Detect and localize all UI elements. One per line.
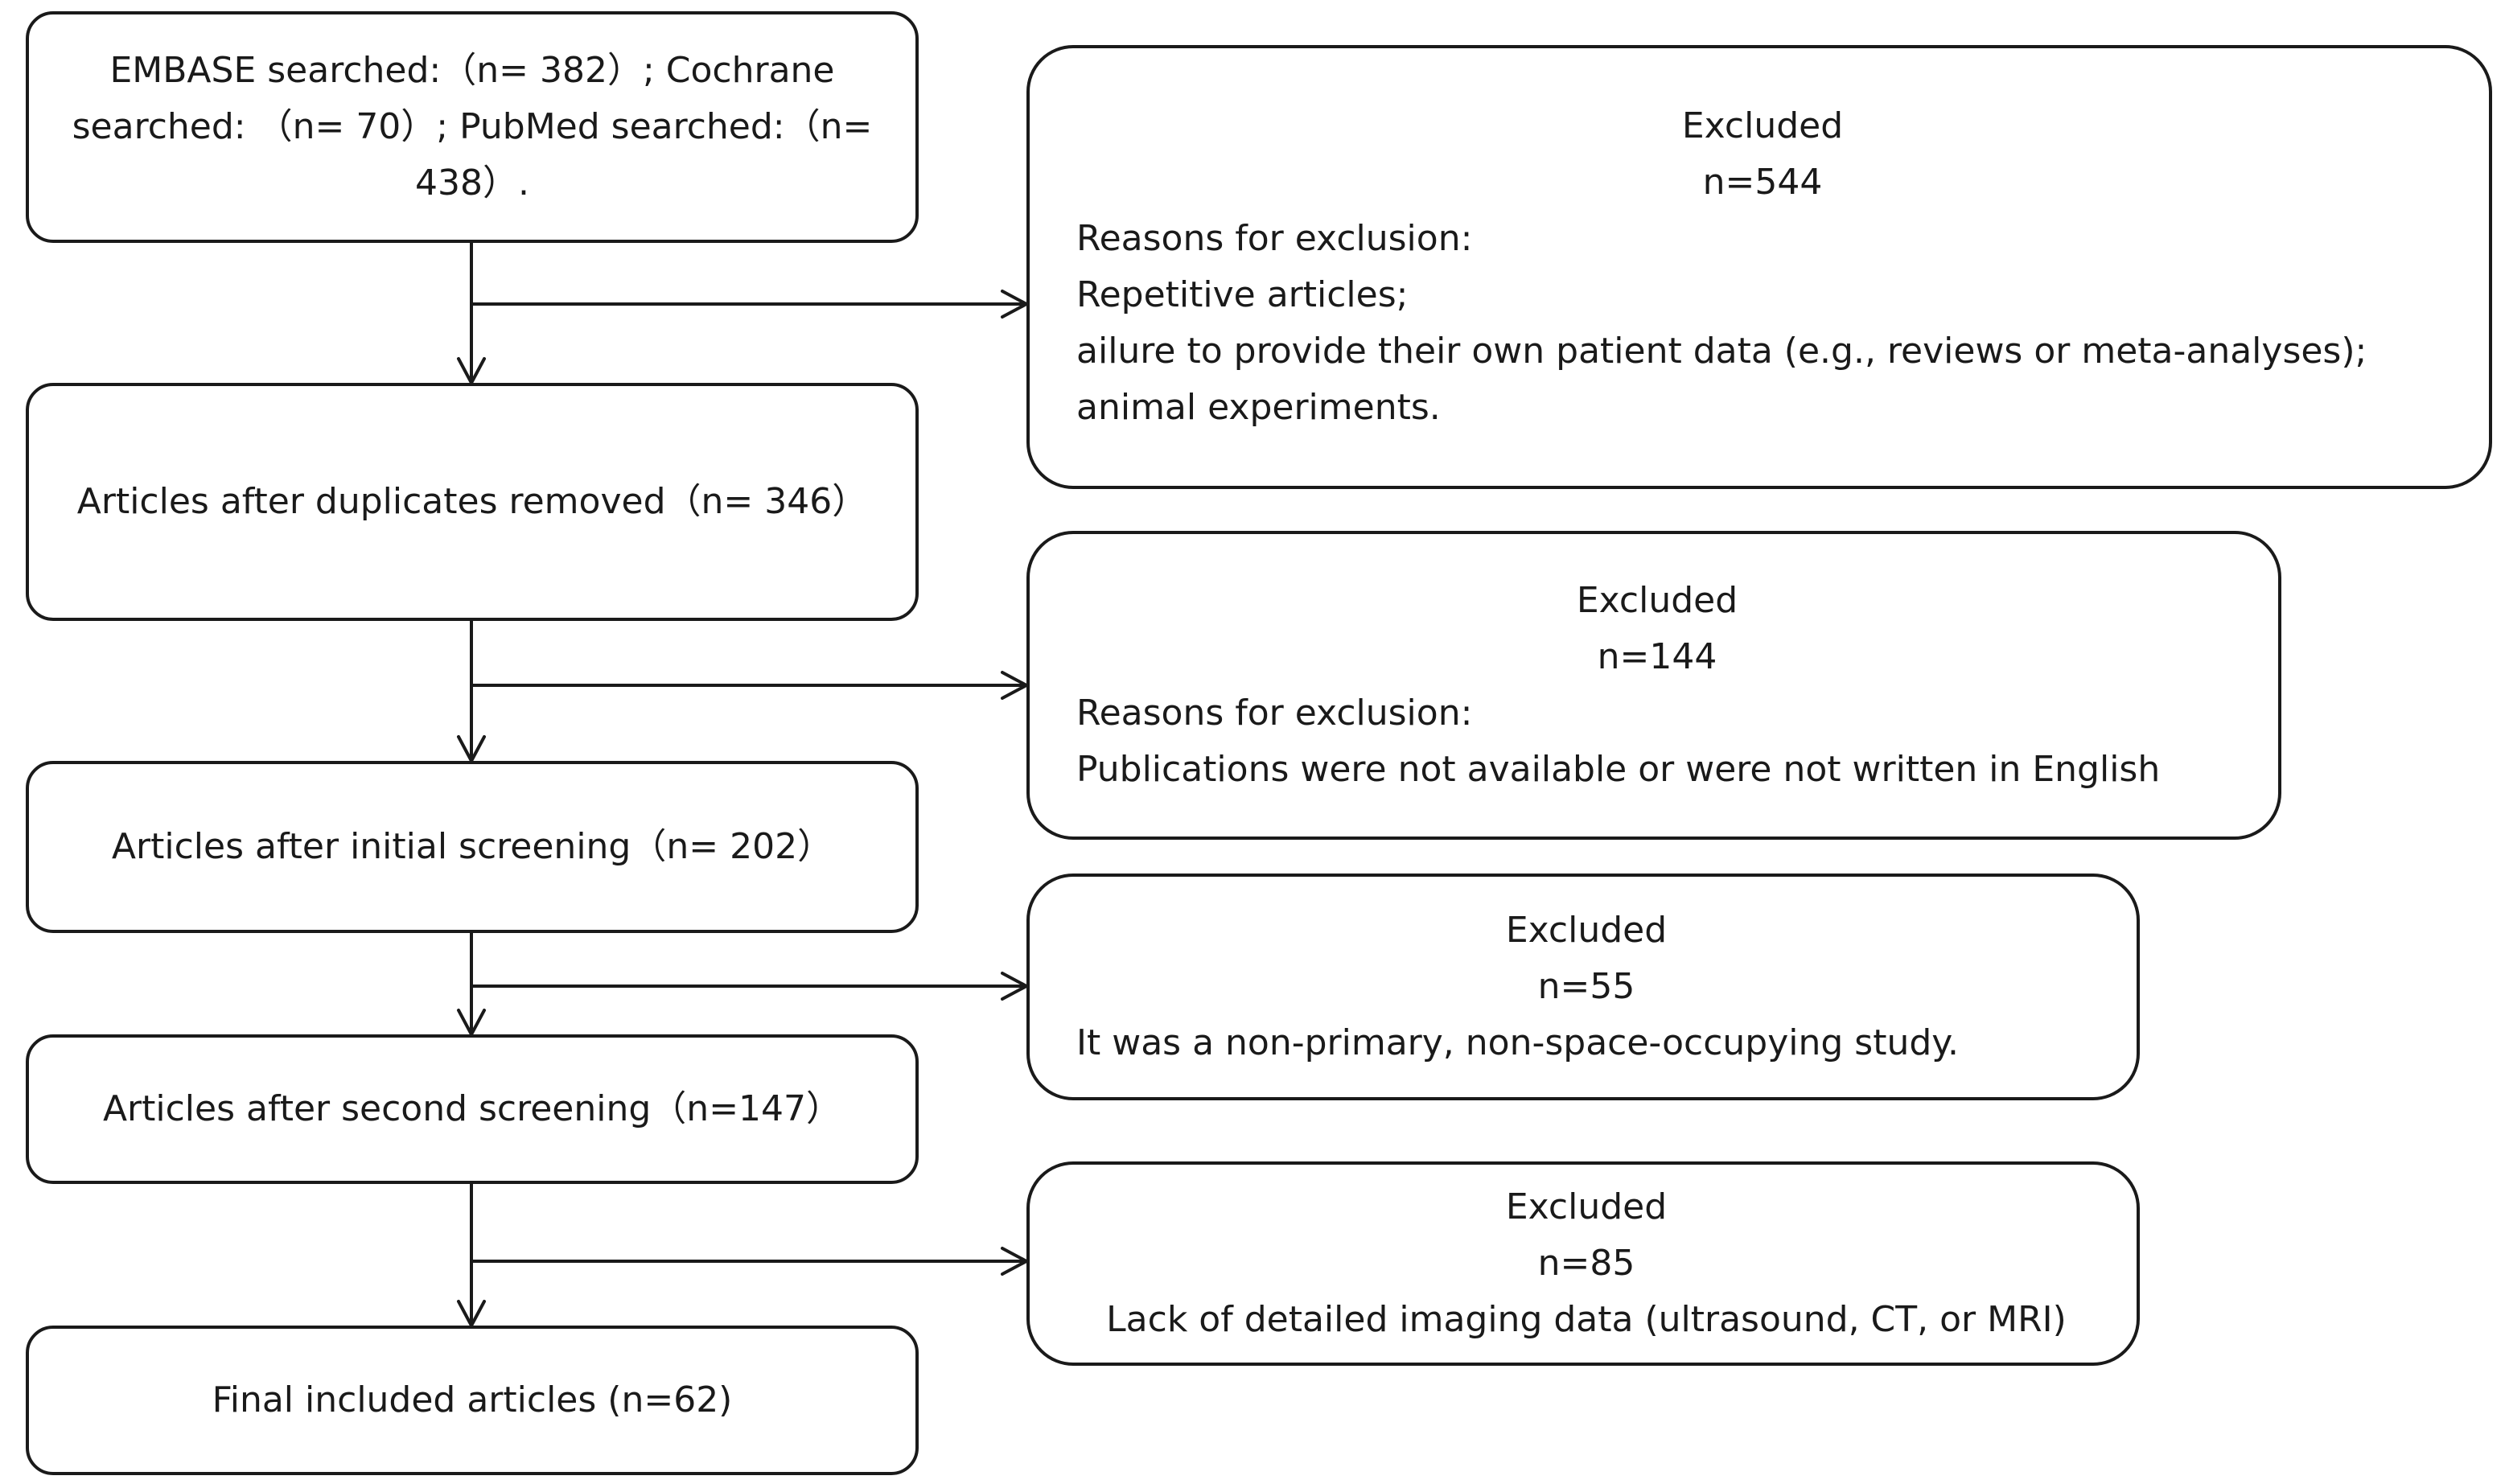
- excluded-4-reason-1: Lack of detailed imaging data (ultrasoun…: [1106, 1299, 2067, 1340]
- excluded-1-reason-3: animal experiments.: [1076, 387, 1441, 428]
- excluded-3-reason-1: It was a non-primary, non-space-occupyin…: [1076, 1022, 1960, 1063]
- excluded-1-count: n=544: [1702, 162, 1823, 203]
- excluded-2-heading: Excluded: [1576, 580, 1738, 621]
- excluded-2-reason-title: Reasons for exclusion:: [1076, 693, 1473, 734]
- second-screening-text: Articles after second screening（n=147）: [102, 1088, 842, 1129]
- box-second-screening: Articles after second screening（n=147）: [26, 1034, 919, 1184]
- excluded-2-reason-1: Publications were not available or were …: [1076, 749, 2161, 790]
- initial-screening-text: Articles after initial screening（n= 202）: [111, 826, 833, 867]
- box-records-searched: EMBASE searched:（n= 382）; Cochrane searc…: [26, 11, 919, 243]
- excluded-2-count: n=144: [1597, 636, 1717, 677]
- box-excluded-2: Excluded n=144 Reasons for exclusion: Pu…: [1026, 531, 2281, 840]
- excluded-4-heading: Excluded: [1505, 1186, 1668, 1227]
- box-excluded-3: Excluded n=55 It was a non-primary, non-…: [1026, 874, 2140, 1100]
- final-included-text: Final included articles (n=62): [212, 1379, 733, 1420]
- box-initial-screening: Articles after initial screening（n= 202）: [26, 761, 919, 933]
- excluded-3-heading: Excluded: [1505, 910, 1668, 951]
- excluded-1-reason-1: Repetitive articles;: [1076, 274, 1409, 315]
- records-searched-text: EMBASE searched:（n= 382）; Cochrane searc…: [72, 50, 873, 203]
- excluded-3-count: n=55: [1537, 966, 1635, 1007]
- box-excluded-4: Excluded n=85 Lack of detailed imaging d…: [1026, 1161, 2140, 1366]
- box-excluded-1: Excluded n=544 Reasons for exclusion: Re…: [1026, 45, 2492, 489]
- excluded-1-reason-title: Reasons for exclusion:: [1076, 218, 1473, 259]
- duplicates-removed-text: Articles after duplicates removed（n= 346…: [76, 481, 868, 522]
- excluded-1-heading: Excluded: [1681, 105, 1844, 146]
- box-final-included: Final included articles (n=62): [26, 1326, 919, 1475]
- box-duplicates-removed: Articles after duplicates removed（n= 346…: [26, 383, 919, 621]
- excluded-1-reason-2: ailure to provide their own patient data…: [1076, 331, 2367, 372]
- excluded-4-count: n=85: [1537, 1243, 1635, 1284]
